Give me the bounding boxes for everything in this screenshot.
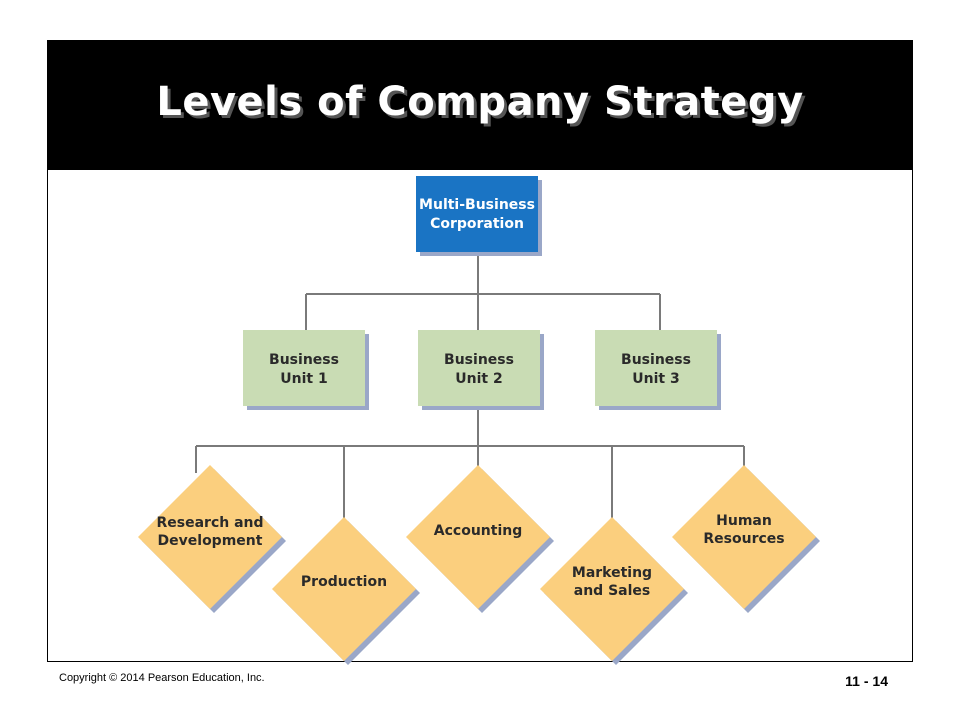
business-unit-2-node: Business Unit 2 xyxy=(418,330,544,410)
function-accounting-label-line1: Accounting xyxy=(434,523,522,539)
function-research-node: Research and Development xyxy=(138,465,286,613)
business-unit-2-label-line2: Unit 2 xyxy=(455,371,502,387)
corporation-node: Multi-Business Corporation xyxy=(416,176,542,256)
connector-lines xyxy=(195,254,745,525)
copyright-notice: Copyright © 2014 Pearson Education, Inc. xyxy=(59,672,265,684)
business-unit-3-node: Business Unit 3 xyxy=(595,330,721,410)
title-bar: Levels of Company Strategy xyxy=(48,41,912,170)
function-hr-node: Human Resources xyxy=(672,465,820,613)
function-marketing-label-line2: and Sales xyxy=(574,583,650,599)
business-unit-1-node: Business Unit 1 xyxy=(243,330,369,410)
function-marketing-node: Marketing and Sales xyxy=(540,517,688,665)
function-research-label-line2: Development xyxy=(158,533,263,549)
function-marketing-label-line1: Marketing xyxy=(572,565,652,581)
corporation-label-line2: Corporation xyxy=(430,216,524,232)
corporation-label-line1: Multi-Business xyxy=(419,197,535,213)
slide-number: 11 - 14 xyxy=(845,673,888,689)
business-unit-1-label-line2: Unit 1 xyxy=(280,371,327,387)
function-production-node: Production xyxy=(272,517,420,665)
function-research-label-line1: Research and xyxy=(156,515,263,531)
business-unit-1-label-line1: Business xyxy=(269,352,339,368)
function-hr-label-line2: Resources xyxy=(703,531,784,547)
function-accounting-node: Accounting xyxy=(406,465,554,613)
function-hr-label-line1: Human xyxy=(716,513,772,529)
business-unit-3-label-line1: Business xyxy=(621,352,691,368)
page-title: Levels of Company Strategy xyxy=(156,79,804,125)
business-unit-2-label-line1: Business xyxy=(444,352,514,368)
business-unit-3-label-line2: Unit 3 xyxy=(632,371,679,387)
function-production-label-line1: Production xyxy=(301,574,387,590)
